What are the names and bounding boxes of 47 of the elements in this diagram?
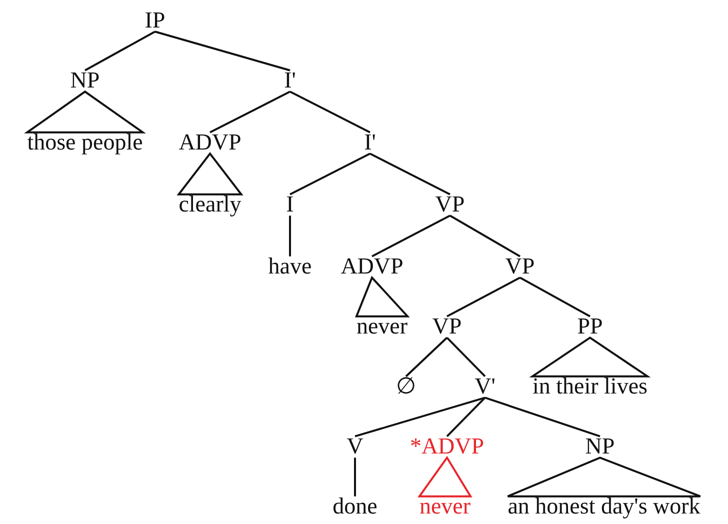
branch-line [154, 30, 290, 72]
tree-label: I' [364, 129, 376, 155]
branch-line [484, 396, 600, 438]
triangle-branch [354, 276, 410, 318]
tree-label: *ADVP [410, 433, 484, 459]
tree-label: those people [27, 129, 143, 155]
branch-line [354, 458, 356, 496]
tree-label: VP [435, 191, 465, 217]
tree-label: NP [585, 433, 615, 459]
tree-label: done [332, 493, 378, 519]
tree-label: ADVP [340, 253, 404, 279]
tree-label: V [346, 433, 364, 459]
tree-label: never [419, 493, 471, 519]
branch-line [289, 216, 291, 256]
tree-label: VP [505, 253, 535, 279]
tree-label: an honest day's work [508, 493, 700, 519]
tree-label: IP [144, 7, 166, 33]
branch-line [290, 90, 370, 134]
tree-label: VP [432, 313, 462, 339]
tree-label: never [356, 313, 408, 339]
tree-label: ADVP [178, 129, 242, 155]
branch-line [372, 214, 450, 258]
triangle-branch [176, 152, 244, 196]
tree-label: NP [70, 67, 100, 93]
branch-line [405, 336, 448, 378]
tree-label: have [268, 253, 312, 279]
branch-line [446, 336, 486, 378]
triangle-branch [24, 90, 146, 134]
tree-label: in their lives [532, 373, 648, 399]
branch-line [370, 152, 450, 196]
branch-line [450, 214, 520, 258]
branch-line [354, 396, 486, 438]
branch-line [446, 276, 520, 318]
triangle-branch [506, 456, 702, 498]
triangle-branch [418, 456, 472, 498]
branch-line [84, 30, 156, 72]
branch-line [210, 90, 290, 134]
branch-line [520, 276, 590, 318]
tree-label: I [286, 191, 294, 217]
branch-line [290, 152, 370, 196]
tree-label: PP [577, 313, 603, 339]
tree-label: ∅ [396, 373, 416, 399]
tree-label: clearly [178, 191, 242, 217]
triangle-branch [529, 336, 651, 378]
tree-label: I' [284, 67, 296, 93]
tree-label: V' [474, 373, 496, 399]
branch-line [446, 396, 486, 438]
